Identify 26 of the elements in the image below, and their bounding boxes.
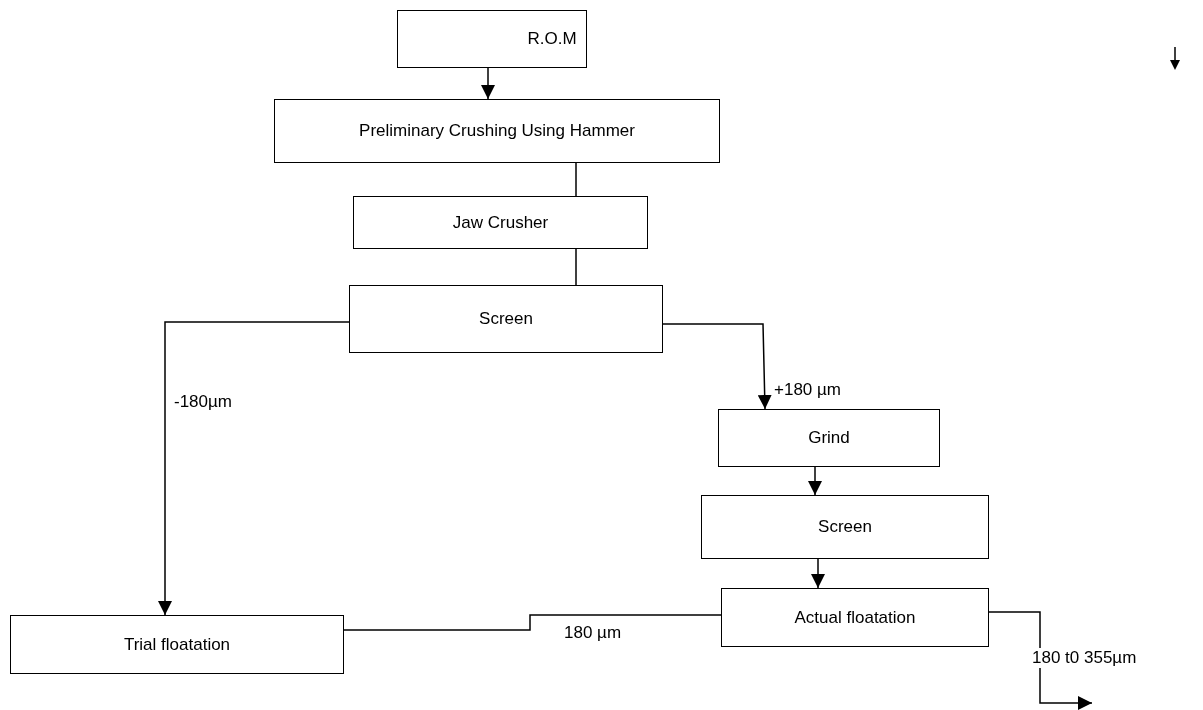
step-label: Screen (818, 517, 872, 537)
connector-arrow (988, 611, 1093, 710)
connector-arrow (808, 466, 822, 496)
step-label: Preliminary Crushing Using Hammer (359, 121, 635, 141)
connector-arrow (158, 321, 350, 616)
connector-arrow (662, 323, 772, 410)
process-box (353, 196, 648, 249)
connector-arrow (481, 67, 495, 100)
edge-label: 180 µm (562, 623, 624, 643)
edge-label: +180 µm (772, 380, 843, 400)
step-label: Actual floatation (794, 607, 916, 628)
process-box (397, 10, 587, 68)
edge-label: -180µm (172, 392, 234, 412)
connector-arrow (811, 558, 825, 589)
step-label: Trial floatation (123, 634, 231, 655)
process-box (701, 495, 989, 559)
process-box (10, 615, 344, 674)
step-label: Screen (479, 309, 533, 329)
step-label: Jaw Crusher (452, 212, 549, 233)
edge-label: 180 t0 355µm (1030, 648, 1139, 668)
process-box (349, 285, 663, 353)
step-label: Grind (808, 428, 850, 448)
process-box (721, 588, 989, 647)
step-label: R.O.M (527, 29, 577, 49)
process-box (718, 409, 940, 467)
process-box (274, 99, 720, 163)
